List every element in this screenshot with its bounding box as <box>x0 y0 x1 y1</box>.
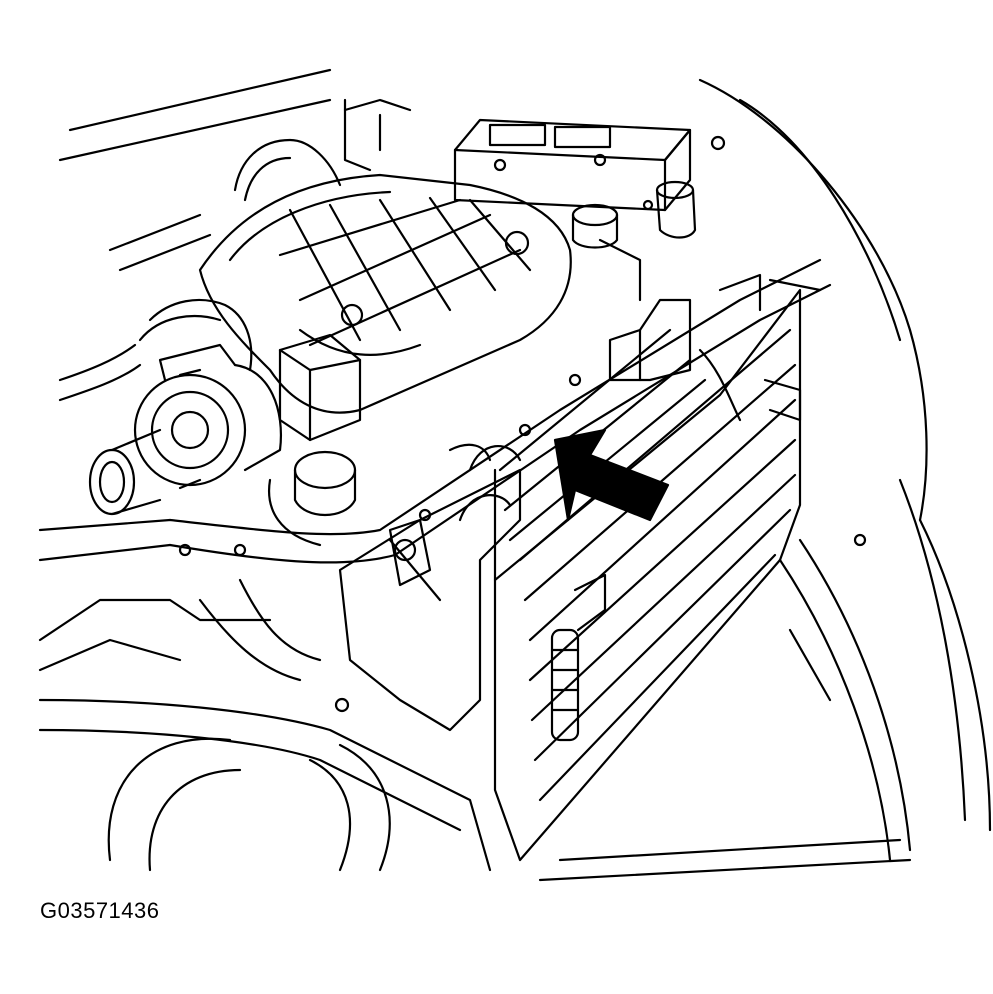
alternator <box>135 345 281 488</box>
misc-details <box>345 100 652 460</box>
wiring-harness <box>60 140 340 400</box>
lower-hose <box>552 575 605 740</box>
front-wheel <box>109 739 390 870</box>
hood-latch <box>390 520 430 585</box>
intake-tube <box>90 430 160 514</box>
air-cleaner-box <box>280 335 360 440</box>
front-bumper <box>540 535 910 880</box>
battery <box>455 120 724 210</box>
reservoir-caps <box>573 182 695 248</box>
coolant-cap <box>269 452 355 545</box>
arrow-icon <box>555 430 668 520</box>
hood-outline <box>60 70 990 830</box>
engine-cover <box>200 175 571 413</box>
radiator-core <box>495 290 800 860</box>
figure-id-label: G03571436 <box>40 898 160 923</box>
fan-shroud <box>340 446 520 730</box>
lower-splash-shield <box>40 580 490 870</box>
